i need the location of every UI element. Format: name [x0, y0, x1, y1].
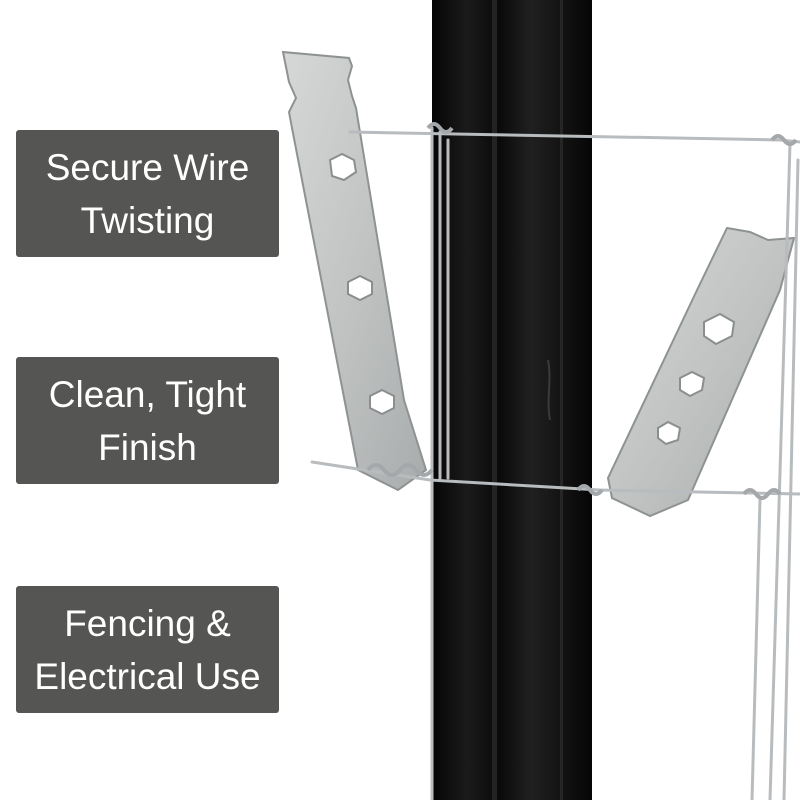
feature-label-line: Secure Wire — [45, 146, 250, 188]
feature-label-line: Finish — [98, 426, 197, 468]
feature-label-fencing-electrical: Fencing & Electrical Use — [16, 586, 279, 713]
feature-label-line: Fencing & — [64, 602, 231, 644]
feature-label-line: Clean, Tight — [48, 373, 247, 415]
wire-twists — [366, 122, 798, 500]
feature-label-line: Electrical Use — [34, 655, 261, 697]
wire-twister-tool-right — [606, 226, 796, 518]
fence-post — [432, 0, 592, 800]
feature-label-wire-twisting: Secure Wire Twisting — [16, 130, 279, 257]
fence-wires — [310, 126, 800, 800]
feature-label-line: Twisting — [80, 199, 215, 241]
wire-twister-tool-left — [281, 50, 428, 492]
feature-label-tight-finish: Clean, Tight Finish — [16, 357, 279, 484]
